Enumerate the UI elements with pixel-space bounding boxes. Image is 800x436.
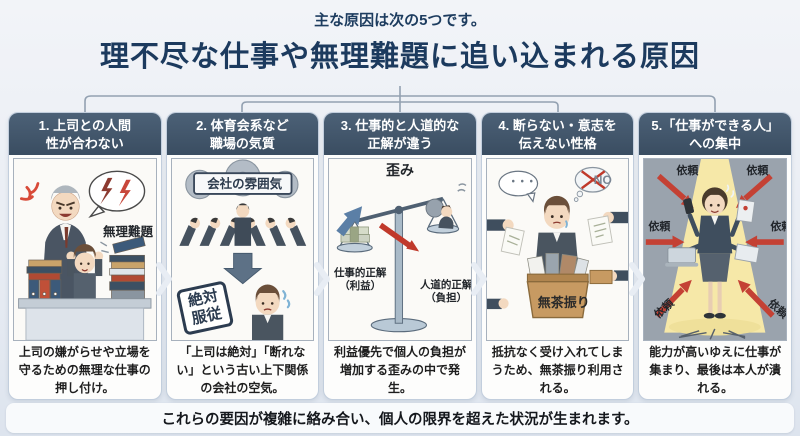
- panel-3-description: 利益優先で個人の負担が増加する歪みの中で発生。: [333, 345, 466, 395]
- request-arrows: [646, 173, 785, 318]
- balance-scale-scene: [336, 183, 467, 333]
- panel-3-profit-vs-human: 3. 仕事的と人道的な 正解が違う: [323, 112, 477, 400]
- request-label: 依頼: [770, 220, 786, 233]
- panel-title-line2: 職場の気質: [209, 135, 275, 151]
- stress-squiggle: [457, 183, 467, 192]
- panel-1-description: 上司の嫌がらせや立場を守るための無理な仕事の押し付け。: [18, 345, 151, 395]
- page-subtitle: 主な原因は次の5つです。: [314, 12, 486, 29]
- panel-3-title: 3. 仕事的と人道的な 正解が違う: [324, 113, 476, 155]
- panel-4-illustration: ・・・ NO 無茶振り: [485, 157, 630, 341]
- anger-mark-icon: [19, 181, 40, 201]
- absolute-obedience-stamp: 絶対 服従: [175, 280, 234, 336]
- panel-title-line1: 4. 断らない・意志を: [498, 118, 617, 133]
- lightning-icon: [118, 179, 131, 206]
- panel-title-line2: 正解が違う: [367, 135, 433, 151]
- panel-2-workplace-culture: 2. 体育会系など 職場の気質: [165, 112, 320, 400]
- panel-2-title: 2. 体育会系など 職場の気質: [166, 113, 319, 155]
- panel-2-illustration: 会社の雰囲気 絶対 服従: [170, 157, 315, 341]
- panel-2-description: 「上司は絶対」「断れない」という古い上下関係の会社の空気。: [176, 345, 309, 395]
- next-chevron-icon: [314, 262, 332, 301]
- profit-up-arrow-icon: [336, 205, 363, 237]
- panel-1-boss-mismatch: 1. 上司との人間 性が合わない: [8, 112, 162, 400]
- no-thought-bubble: [573, 166, 611, 202]
- work-answer-label: 仕事的正解（利益）: [333, 266, 387, 292]
- spotlight-scene: [646, 158, 785, 340]
- no-label: NO: [593, 172, 612, 187]
- request-label: 依頼: [676, 164, 699, 177]
- panel-title-line1: 1. 上司との人間: [38, 118, 131, 133]
- panel-title-line1: 2. 体育会系など: [196, 118, 289, 133]
- panel-4-description: 抵抗なく受け入れてしまうため、無茶振り利用される。: [491, 345, 624, 395]
- human-answer-label: 人道的正解（負担）: [419, 278, 472, 304]
- panel-title-line2: への集中: [689, 135, 742, 151]
- connector-lines: [84, 86, 716, 112]
- conclusion-bar: これらの要因が複雑に絡み合い、個人の限界を超えた状況が生まれます。: [6, 403, 794, 433]
- panel-1-title: 1. 上司との人間 性が合わない: [9, 113, 161, 155]
- panel-4-title: 4. 断らない・意志を 伝えない性格: [481, 113, 634, 155]
- red-x-icon: [580, 170, 606, 190]
- angry-boss-scene: [18, 170, 152, 340]
- spotlight-floor: [669, 318, 762, 336]
- panel-5-description: 能力が高いゆえに仕事が集まり、最後は本人が潰れる。: [649, 345, 782, 395]
- distressed-woman-figure: [251, 284, 290, 340]
- overloaded-box-scene: [486, 166, 629, 319]
- desk: [18, 297, 152, 340]
- panel-5-concentration-on-able: 5.「仕事ができる人」 への集中: [638, 112, 792, 400]
- down-arrow-icon: [222, 252, 263, 284]
- lightning-speech-bubble: [88, 170, 146, 218]
- leader-figure: [235, 204, 249, 218]
- panel-4-cannot-refuse: 4. 断らない・意志を 伝えない性格: [480, 112, 635, 400]
- panel-3-illustration: 歪み 仕事的正解（利益） 人道的正解（負担）: [328, 157, 472, 341]
- next-chevron-icon: [471, 262, 489, 301]
- floor-cracks: [679, 328, 746, 340]
- panel-title-line1: 3. 仕事的と人道的な: [340, 118, 460, 133]
- sweat-drops: [281, 289, 290, 309]
- distortion-label: 歪み: [385, 161, 414, 178]
- imbalance-red-arrow-icon: [379, 222, 420, 252]
- hands-giving-work: [486, 211, 629, 309]
- panel-title-line2: 性が合わない: [45, 135, 124, 151]
- company-atmosphere-label: 会社の雰囲気: [207, 176, 283, 191]
- panel-title-line1: 5.「仕事ができる人」: [651, 118, 779, 133]
- next-chevron-icon: [156, 262, 174, 301]
- burdened-person: [425, 183, 467, 229]
- next-chevron-icon: [629, 262, 647, 301]
- unreasonable-request-box-label: 無茶振り: [537, 294, 590, 310]
- panel-5-title: 5.「仕事ができる人」 への集中: [639, 113, 791, 155]
- page-title: 理不尽な仕事や無理難題に追い込まれる原因: [99, 41, 700, 73]
- impossible-demands-label: 無理難題: [102, 224, 153, 239]
- stressed-worker-figure: [66, 243, 104, 299]
- clipboard-icon: [736, 198, 756, 223]
- dots-label: ・・・: [508, 176, 536, 188]
- book-stack-left: [26, 259, 63, 299]
- panels-row: 1. 上司との人間 性が合わない: [8, 112, 792, 400]
- cardboard-box: [526, 273, 589, 319]
- obedience-scene: [178, 159, 306, 340]
- silent-speech-bubble: [498, 170, 538, 203]
- atmosphere-label-box: [192, 171, 293, 195]
- multitasking-woman-figure: [665, 184, 761, 319]
- request-label: 依頼: [746, 164, 769, 177]
- panel-5-illustration: 依頼 依頼 依頼 依頼 依頼 依頼: [643, 157, 787, 341]
- panel-1-illustration: 無理難題: [13, 157, 157, 341]
- money-stack: [340, 226, 371, 243]
- papers-icon: [734, 243, 761, 264]
- request-label: 依頼: [648, 220, 671, 233]
- phone-icon: [683, 197, 695, 214]
- bowing-people: [178, 203, 306, 246]
- panel-title-line2: 伝えない性格: [518, 135, 597, 151]
- lightning-icon: [100, 177, 113, 205]
- book-stack-right: [100, 235, 146, 299]
- laptop-icon: [667, 247, 697, 264]
